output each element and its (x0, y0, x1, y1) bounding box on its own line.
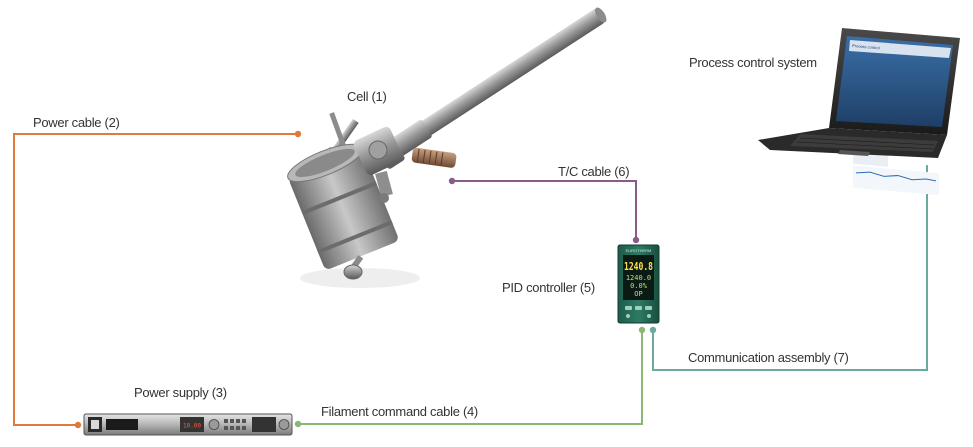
pid-button-mid (635, 306, 642, 310)
pid-line2: 1240.0 (626, 274, 651, 282)
label-tc-cable: T/C cable (6) (558, 164, 629, 179)
psu-knob-1 (208, 419, 220, 430)
label-power-cable: Power cable (2) (33, 115, 120, 130)
psu-brand: TDK-Lambda (107, 423, 137, 429)
tc-cable-line (452, 180, 637, 240)
label-process-control: Process control system (689, 55, 817, 70)
pid-brand: EUROTHERM (626, 248, 652, 253)
communication-end-pid (649, 326, 657, 334)
psu-knob-2 (278, 419, 290, 430)
laptop-illustration: Process control (758, 28, 960, 196)
power-supply-illustration: TDK-Lambda 10.00 (83, 413, 293, 436)
power-cable-end-top (294, 130, 302, 138)
label-power-supply: Power supply (3) (134, 385, 227, 400)
laptop-window-title: Process control (852, 43, 880, 50)
pid-controller-illustration: EUROTHERM 1240.8 1240.0 0.0% OP (617, 244, 660, 324)
label-cell: Cell (1) (347, 89, 387, 104)
pid-line3: 0.0% (630, 282, 648, 290)
psu-value: 10.00 (183, 423, 201, 430)
label-communication: Communication assembly (7) (688, 350, 849, 365)
filament-cable-line (298, 330, 643, 425)
power-cable-line (13, 133, 298, 426)
filament-cable-end-psu (294, 420, 302, 428)
tc-cable-end-pid (632, 236, 640, 244)
pid-line4: OP (634, 290, 642, 298)
tc-cable-end-cell (448, 177, 456, 185)
pid-main-value: 1240.8 (624, 260, 653, 273)
label-pid-controller: PID controller (5) (502, 280, 595, 295)
communication-line (652, 162, 928, 371)
power-cable-end-bottom (74, 421, 82, 429)
pid-button-left (625, 306, 632, 310)
cell-illustration (287, 7, 607, 288)
label-filament-cable: Filament command cable (4) (321, 404, 478, 419)
pid-button-right (645, 306, 652, 310)
laptop-screen (836, 36, 953, 127)
filament-cable-end-pid (638, 326, 646, 334)
